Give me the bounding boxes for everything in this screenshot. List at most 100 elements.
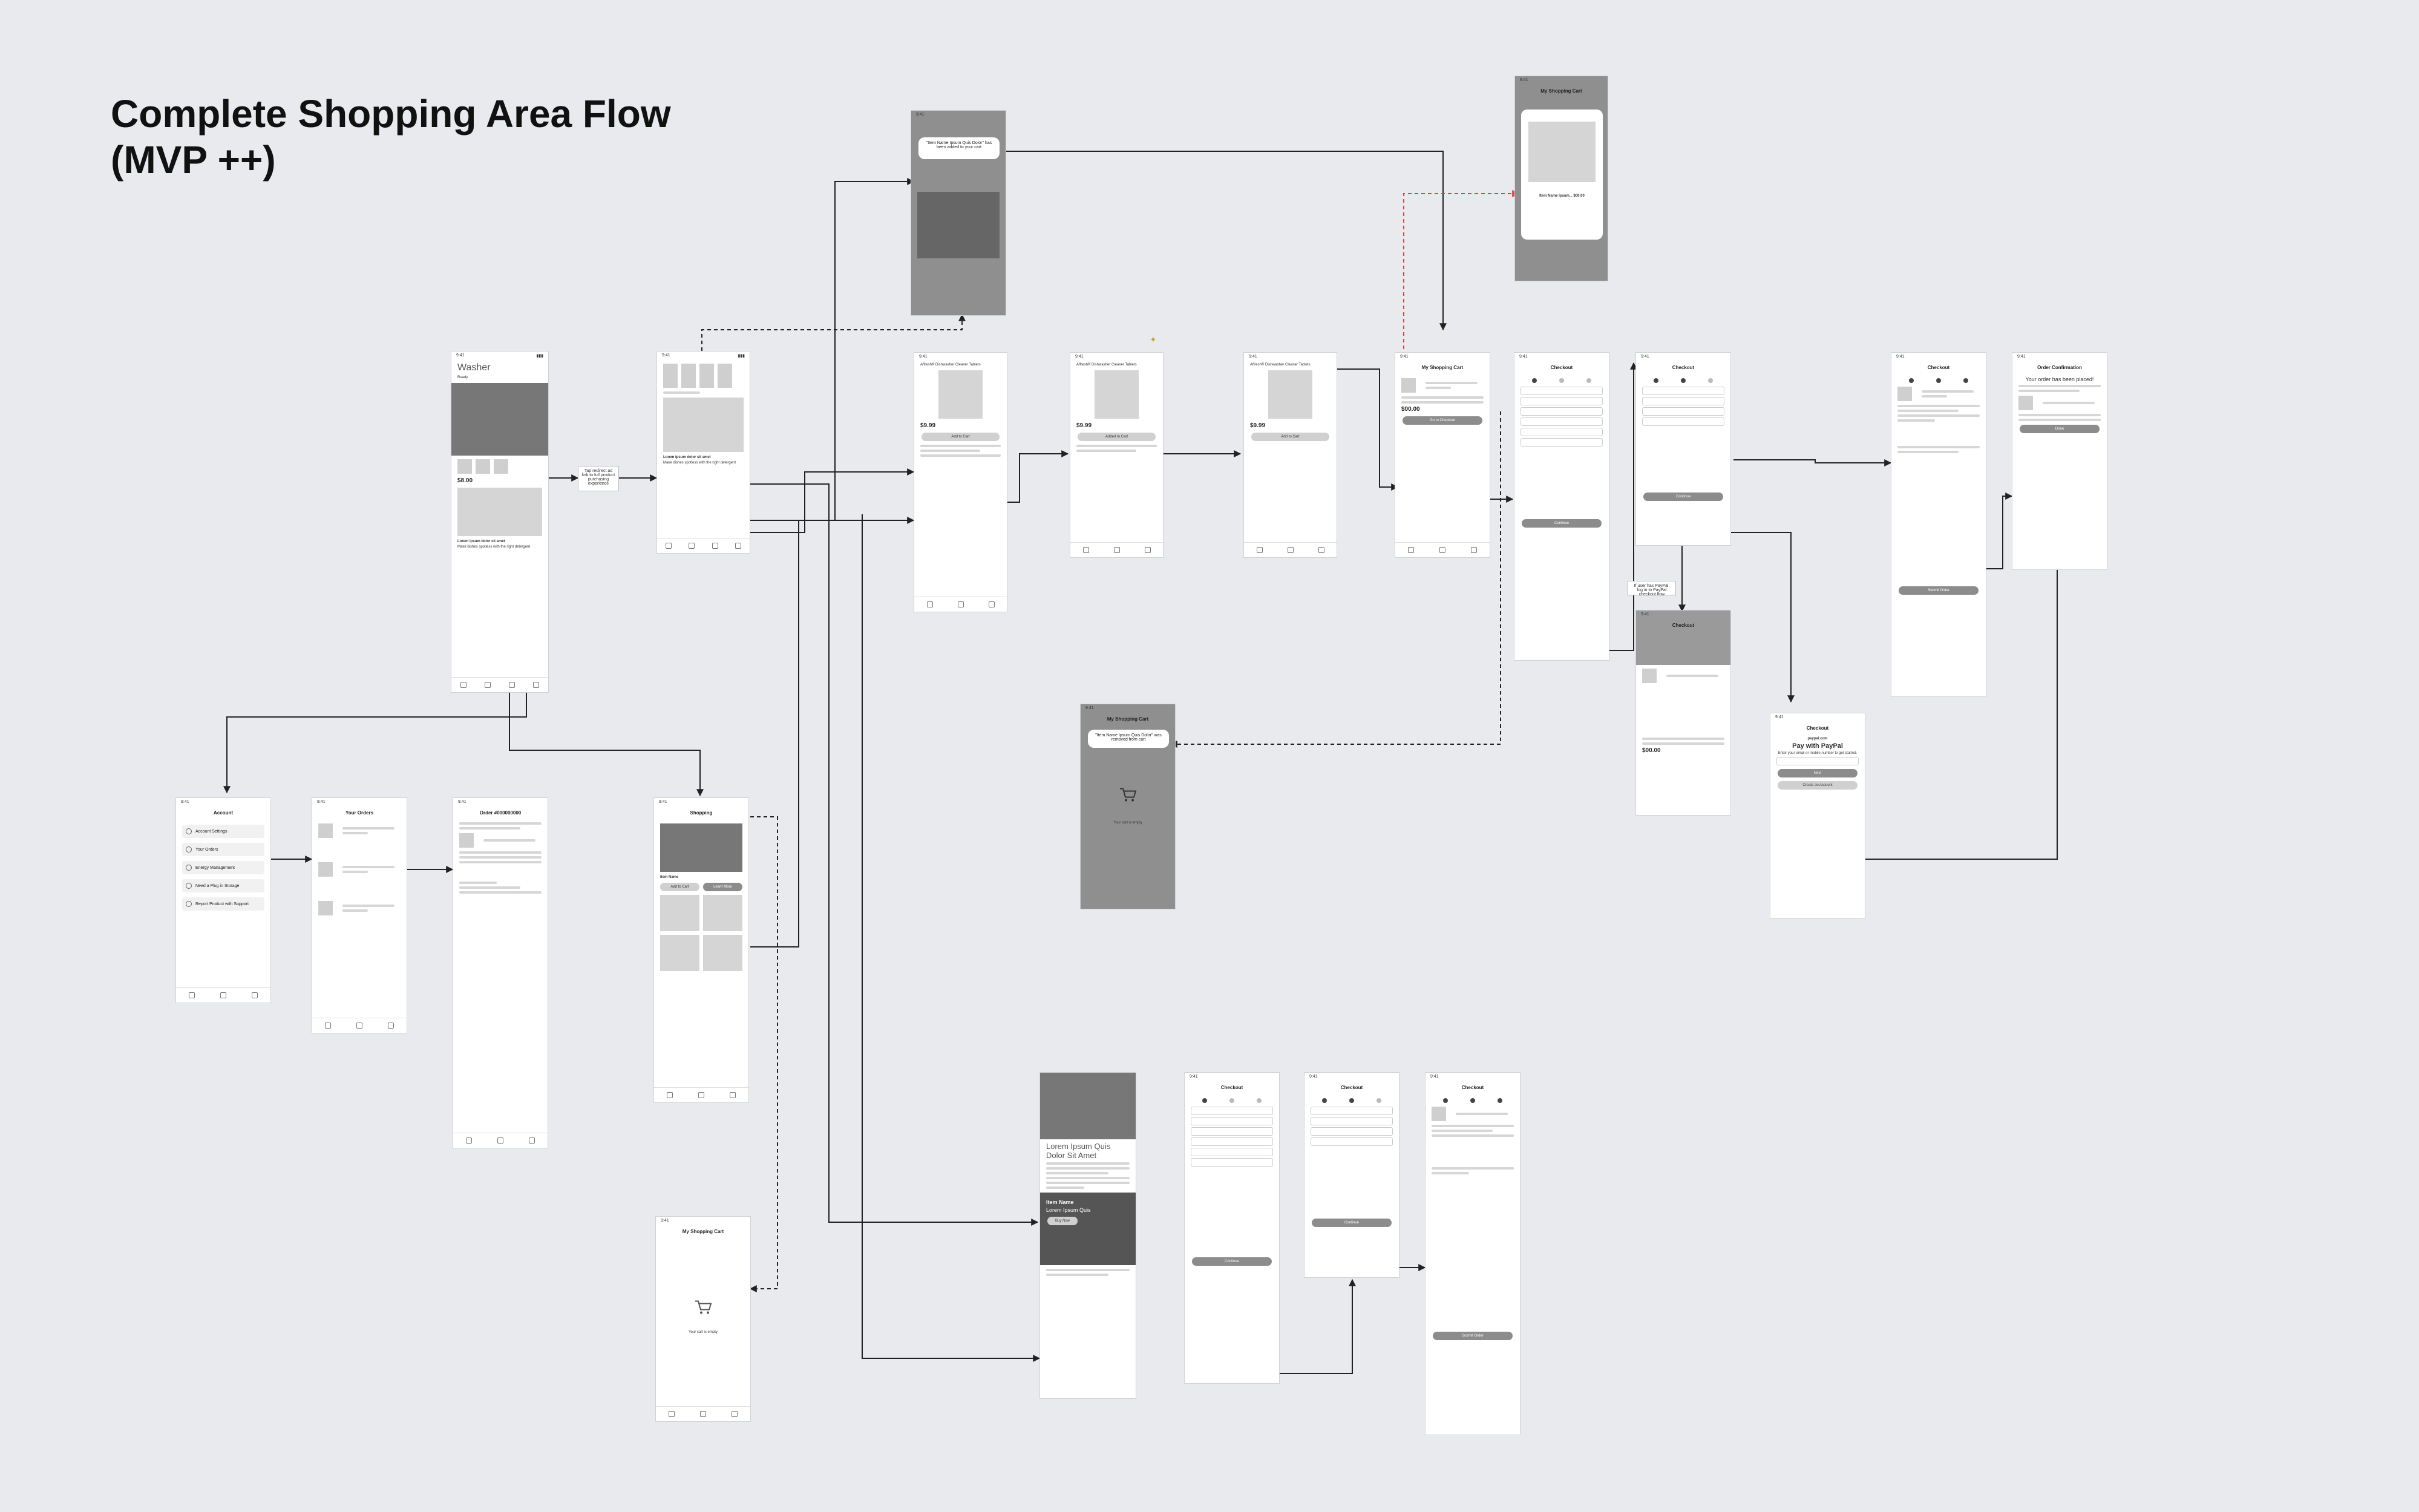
city-field[interactable] (1520, 407, 1603, 416)
account-tab-icon[interactable] (1471, 547, 1477, 553)
submit-order-button[interactable]: Submit Order (1433, 1332, 1513, 1340)
product-thumb[interactable] (494, 459, 508, 474)
promo-field[interactable] (1311, 1137, 1393, 1146)
expiry-field[interactable] (1311, 1117, 1393, 1125)
paypal-email-field[interactable] (1776, 757, 1859, 765)
order-thumb (318, 823, 333, 838)
home-title: Washer (457, 362, 491, 373)
account-tab-icon[interactable] (732, 1411, 738, 1417)
home-tab-icon[interactable] (926, 601, 933, 607)
menu-support[interactable]: Report Product with Support (182, 897, 264, 911)
home-tab-icon[interactable] (189, 992, 195, 998)
promo-text: Make dishes spotless with the right dete… (663, 461, 736, 465)
submit-order-button[interactable]: Submit Order (1899, 586, 1979, 595)
menu-storage[interactable]: Need a Plug in Storage (182, 879, 264, 892)
name-field[interactable] (1191, 1107, 1273, 1115)
menu-energy[interactable]: Energy Management (182, 861, 264, 874)
menu-your-orders[interactable]: Your Orders (182, 843, 264, 856)
continue-button[interactable]: Continue (1643, 493, 1723, 501)
address-field[interactable] (1191, 1117, 1273, 1125)
card-field[interactable] (1311, 1107, 1393, 1115)
address-field[interactable] (1520, 397, 1603, 405)
continue-button[interactable]: Continue (1312, 1219, 1392, 1227)
learn-more-button[interactable]: Learn More (703, 883, 742, 891)
status-time: 9:41 (919, 355, 928, 359)
promo-field[interactable] (1642, 417, 1724, 426)
product-thumb[interactable] (457, 459, 472, 474)
account-tab-icon[interactable] (1144, 547, 1151, 553)
home-tab-icon[interactable] (460, 682, 466, 688)
home-tab-icon[interactable] (1408, 547, 1414, 553)
home-tab-icon[interactable] (466, 1137, 472, 1144)
product-card[interactable] (660, 935, 699, 971)
continue-button[interactable]: Continue (1192, 1257, 1272, 1266)
product-card[interactable] (703, 895, 742, 931)
paypal-option[interactable] (1642, 407, 1724, 416)
buy-now-button[interactable]: Buy Now (1047, 1217, 1078, 1225)
zip-field[interactable] (1191, 1137, 1273, 1146)
continue-button[interactable]: Continue (1522, 519, 1602, 528)
go-to-checkout-button[interactable]: Go to Checkout (1403, 416, 1482, 425)
screen-cart-removed: 9:41 My Shopping Cart "Item Name Ipsum Q… (1080, 704, 1176, 909)
home-tab-icon[interactable] (667, 1092, 673, 1098)
add-to-cart-button[interactable]: Add to Cart (660, 883, 699, 891)
account-tab-icon[interactable] (730, 1092, 736, 1098)
shop-tab-icon[interactable] (700, 1411, 706, 1417)
account-tab-icon[interactable] (533, 682, 539, 688)
shop-tab-icon[interactable] (957, 601, 964, 607)
card-field[interactable] (1642, 387, 1724, 395)
menu-account-settings[interactable]: Account Settings (182, 825, 264, 838)
shop-tab-icon[interactable] (509, 682, 515, 688)
paypal-option[interactable] (1311, 1127, 1393, 1136)
zip-field[interactable] (1520, 417, 1603, 426)
shop-tab-icon[interactable] (1287, 547, 1294, 553)
controls-tab-icon[interactable] (485, 682, 491, 688)
home-tab-icon[interactable] (669, 1411, 675, 1417)
add-to-cart-button[interactable]: Add to Cart (1251, 433, 1329, 441)
phone-field[interactable] (1520, 428, 1603, 436)
promo-image[interactable] (663, 398, 744, 452)
name-field[interactable] (1520, 387, 1603, 395)
account-tab-icon[interactable] (735, 543, 741, 549)
promo-image[interactable] (457, 488, 542, 536)
expiry-field[interactable] (1642, 397, 1724, 405)
product-card[interactable] (718, 364, 732, 388)
account-tab-icon[interactable] (252, 992, 258, 998)
shop-tab-icon[interactable] (1113, 547, 1120, 553)
shop-tab-icon[interactable] (698, 1092, 704, 1098)
phone-field[interactable] (1191, 1148, 1273, 1156)
order-row[interactable] (318, 862, 401, 877)
product-card[interactable] (699, 364, 714, 388)
order-row[interactable] (318, 823, 401, 838)
shop-tab-icon[interactable] (1439, 547, 1445, 553)
product-card[interactable] (660, 895, 699, 931)
account-tab-icon[interactable] (1318, 547, 1324, 553)
create-account-button[interactable]: Create an Account (1778, 781, 1858, 790)
account-tab-icon[interactable] (388, 1023, 394, 1029)
product-card[interactable] (663, 364, 678, 388)
added-to-cart-button[interactable]: Added to Cart (1078, 433, 1156, 441)
account-tab-icon[interactable] (988, 601, 995, 607)
shop-tab-icon[interactable] (712, 543, 718, 549)
shop-tab-icon[interactable] (497, 1137, 503, 1144)
product-card[interactable] (703, 935, 742, 971)
add-to-cart-button[interactable]: Add to Cart (921, 433, 1000, 441)
order-row[interactable] (318, 901, 401, 915)
product-card[interactable] (681, 364, 696, 388)
home-tab-icon[interactable] (325, 1023, 331, 1029)
email-field[interactable] (1191, 1158, 1273, 1167)
done-button[interactable]: Done (2020, 425, 2100, 433)
home-tab-icon[interactable] (1256, 547, 1263, 553)
step-indicator (1586, 378, 1592, 383)
home-tab-icon[interactable] (666, 543, 672, 549)
city-field[interactable] (1191, 1127, 1273, 1136)
product-thumb[interactable] (476, 459, 490, 474)
shop-tab-icon[interactable] (356, 1023, 362, 1029)
account-tab-icon[interactable] (529, 1137, 535, 1144)
shop-tab-icon[interactable] (220, 992, 226, 998)
battery-icon: ▮▮▮ (738, 354, 745, 358)
email-field[interactable] (1520, 438, 1603, 447)
next-button[interactable]: Next (1778, 769, 1858, 777)
home-tab-icon[interactable] (1082, 547, 1089, 553)
controls-tab-icon[interactable] (689, 543, 695, 549)
